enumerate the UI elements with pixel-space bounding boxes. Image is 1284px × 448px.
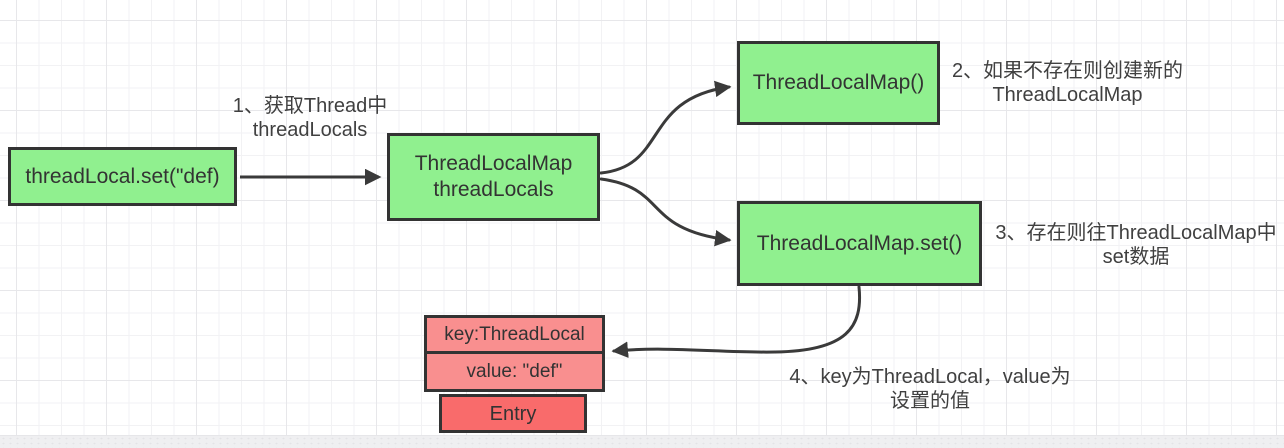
annotation-line2: ThreadLocalMap <box>992 84 1143 106</box>
node-threadlocalmap-set[interactable]: ThreadLocalMap.set() <box>737 201 982 286</box>
annotation-line1: 4、key为ThreadLocal，value为 <box>789 366 1071 388</box>
node-entry[interactable]: Entry <box>439 394 587 433</box>
node-entry-key[interactable]: key:ThreadLocal <box>424 315 605 354</box>
annotation-step-4[interactable]: 4、key为ThreadLocal，value为 设置的值 <box>775 365 1085 413</box>
annotation-line2: 设置的值 <box>890 390 970 412</box>
node-label: ThreadLocalMap() <box>752 71 925 94</box>
canvas-bottom-edge <box>0 435 1284 448</box>
annotation-step-2[interactable]: 2、如果不存在则创建新的 ThreadLocalMap <box>925 59 1210 107</box>
annotation-line2: set数据 <box>1102 246 1170 268</box>
node-label: ThreadLocalMap.set() <box>756 231 963 255</box>
arrow-set-to-entry[interactable] <box>611 285 862 358</box>
annotation-line1: 1、获取Thread中 <box>232 95 388 117</box>
node-label: threadLocal.set("def) <box>25 164 220 188</box>
node-threadlocal-set-call[interactable]: threadLocal.set("def) <box>8 147 237 206</box>
node-thread-threadlocals[interactable]: ThreadLocalMap threadLocals <box>387 133 600 221</box>
node-threadlocalmap-constructor[interactable]: ThreadLocalMap() <box>737 41 940 125</box>
arrow-threadlocals-to-constructor[interactable] <box>599 80 732 175</box>
node-entry-value[interactable]: value: "def" <box>424 351 605 392</box>
annotation-step-3[interactable]: 3、存在则往ThreadLocalMap中 set数据 <box>986 221 1284 269</box>
node-label-line1: ThreadLocalMap <box>414 152 573 175</box>
annotation-step-1[interactable]: 1、获取Thread中 threadLocals <box>225 94 395 142</box>
node-label: key:ThreadLocal <box>444 323 585 345</box>
node-label-line2: threadLocals <box>433 178 554 201</box>
node-label: value: "def" <box>466 360 563 382</box>
arrow-threadlocals-to-set[interactable] <box>599 177 732 247</box>
annotation-line1: 2、如果不存在则创建新的 <box>951 60 1184 82</box>
node-label: Entry <box>489 402 537 425</box>
annotation-line1: 3、存在则往ThreadLocalMap中 <box>995 222 1277 244</box>
annotation-line2: threadLocals <box>252 119 368 141</box>
